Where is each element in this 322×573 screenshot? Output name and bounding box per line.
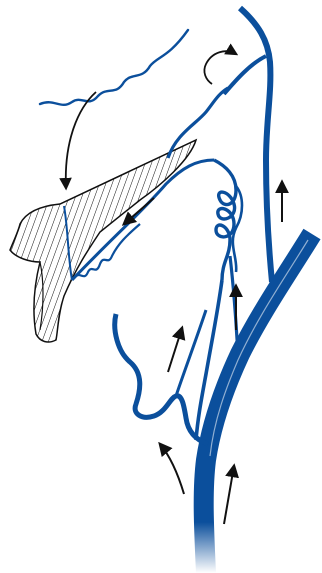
- skull-section-icon: [10, 140, 196, 342]
- facial-branch-vessel: [176, 310, 206, 396]
- middle-plexus-loop: [214, 160, 236, 280]
- external-jugular-vessel: [240, 8, 272, 282]
- downward-curved-arrow: [66, 92, 96, 188]
- lower-right-arrow: [224, 466, 234, 524]
- facial-upward-arrow: [168, 328, 182, 372]
- top-curl-arrow: [204, 51, 236, 84]
- top-branch-vessel: [224, 56, 266, 94]
- lower-left-arrow: [160, 444, 184, 494]
- temporal-vessel: [168, 88, 228, 158]
- upper-wavy-vessel: [40, 30, 188, 105]
- facial-vessel: [115, 314, 208, 444]
